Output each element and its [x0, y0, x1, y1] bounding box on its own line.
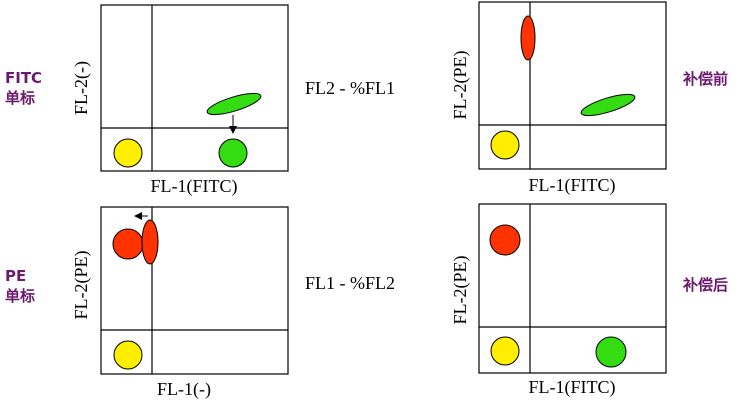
yellow-population-dot	[490, 130, 520, 160]
x-axis-label: FL-1(FITC)	[151, 176, 238, 197]
yellow-population-dot	[113, 138, 143, 168]
plot-pe-single: FL-1(-) FL-2(PE)	[71, 206, 289, 400]
green-population-dot	[595, 336, 627, 368]
side-label-fitc: FITC	[5, 69, 42, 87]
x-axis-label: FL-1(FITC)	[529, 175, 616, 196]
y-axis-label: FL-2(PE)	[450, 51, 471, 120]
side-label-pe-single: 单标	[5, 287, 35, 305]
side-label-before-compensation: 补偿前	[682, 70, 728, 88]
green-population-dot	[218, 138, 248, 168]
equation-fl2-compensation: FL2 - %FL1	[305, 78, 395, 98]
green-population-ellipse	[580, 93, 636, 117]
equation-fl1-compensation: FL1 - %FL2	[305, 273, 395, 293]
red-population-dot	[112, 228, 144, 260]
y-axis-label: FL-2(-)	[71, 61, 92, 115]
y-axis-label: FL-2(PE)	[71, 251, 92, 320]
green-population-ellipse	[206, 92, 262, 116]
plot-after-compensation: FL-1(FITC) FL-2(PE)	[450, 203, 667, 398]
plot-fitc-single: FL-1(FITC) FL-2(-)	[71, 4, 289, 197]
side-label-pe: PE	[5, 267, 26, 285]
plot-before-compensation: FL-1(FITC) FL-2(PE)	[450, 1, 667, 196]
yellow-population-dot	[113, 340, 143, 370]
x-axis-label: FL-1(-)	[157, 379, 211, 400]
x-axis-label: FL-1(FITC)	[529, 377, 616, 398]
plot-frame	[478, 1, 667, 170]
y-axis-label: FL-2(PE)	[450, 256, 471, 325]
side-label-after-compensation: 补偿后	[682, 276, 728, 294]
red-population-dot	[489, 224, 521, 256]
red-population-ellipse	[520, 15, 536, 61]
side-label-fitc-single: 单标	[5, 89, 35, 107]
yellow-population-dot	[490, 336, 520, 366]
red-population-ellipse	[141, 219, 159, 265]
